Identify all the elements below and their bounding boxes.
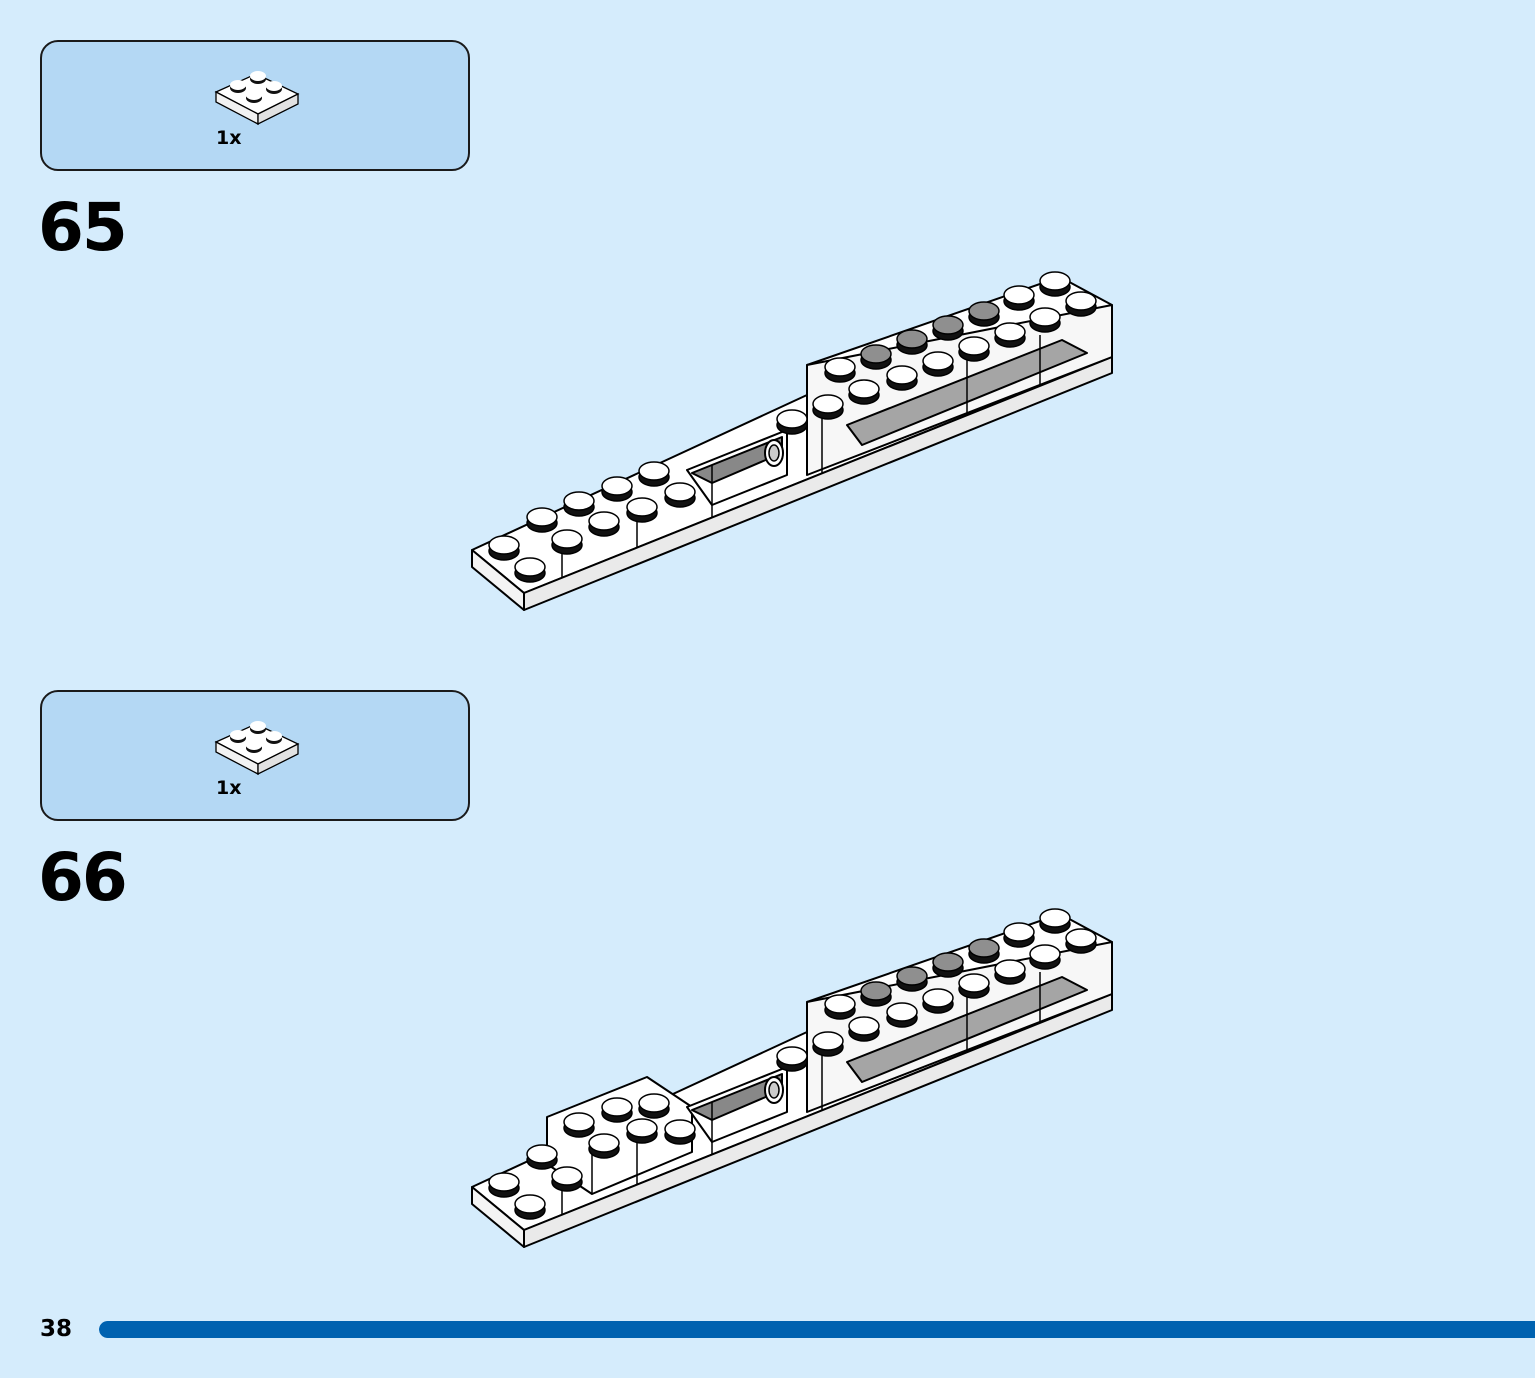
part-quantity: 1x [216, 127, 242, 149]
page-number: 38 [40, 1316, 73, 1342]
step-number: 65 [38, 189, 128, 266]
progress-bar [99, 1321, 1535, 1338]
build-illustration-step-66 [471, 908, 1113, 1248]
parts-callout-step-66: 1x [40, 690, 470, 821]
plate-2x2-white-icon [214, 721, 300, 776]
parts-callout-step-65: 1x [40, 40, 470, 171]
step-number: 66 [38, 839, 128, 916]
plate-2x2-white-icon [214, 71, 300, 126]
progress-bar-fill [99, 1321, 1535, 1338]
build-illustration-step-65 [471, 271, 1113, 611]
part-quantity: 1x [216, 777, 242, 799]
